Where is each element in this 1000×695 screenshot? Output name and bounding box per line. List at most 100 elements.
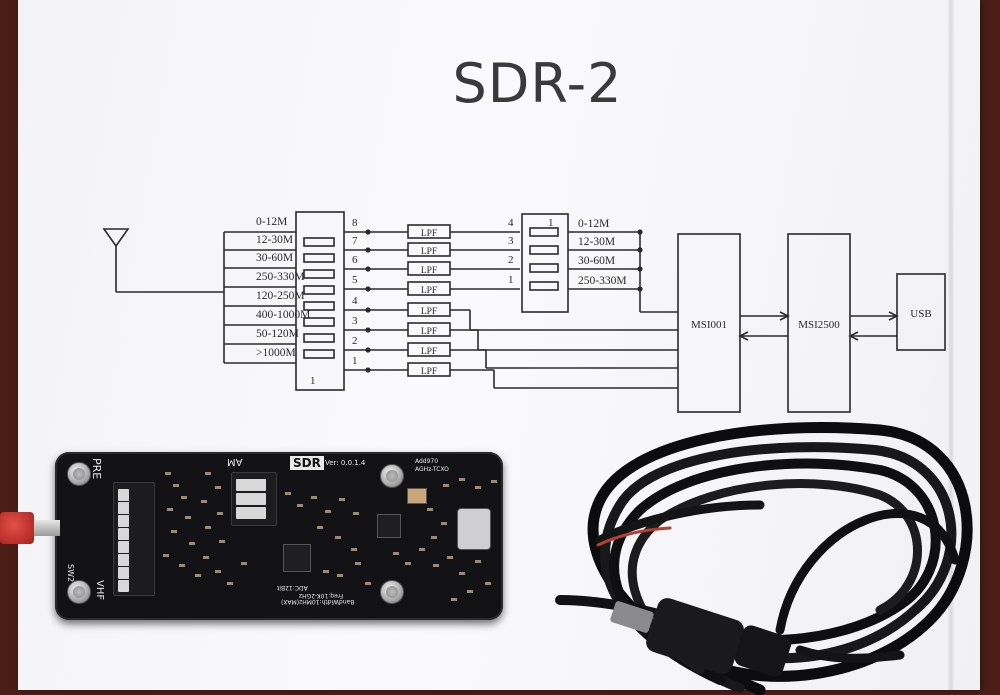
- right-channel-number: 4: [508, 217, 514, 229]
- lpf-label: LPF: [421, 347, 437, 357]
- smd-part: [173, 484, 179, 487]
- smd-part: [241, 562, 247, 565]
- smd-part: [491, 480, 497, 483]
- switch-right-mark: 1: [548, 217, 554, 229]
- vhf-label: VHF: [94, 580, 105, 601]
- smd-part: [467, 590, 473, 593]
- sma-connector: [0, 510, 60, 546]
- pre-label: PRE: [90, 458, 103, 480]
- left-channel-number: 4: [352, 295, 358, 307]
- am-label: AM: [227, 456, 243, 467]
- right-channel-number: 3: [508, 235, 514, 247]
- mode-select-switch[interactable]: [231, 472, 277, 526]
- output-band-label: 12-30M: [578, 236, 615, 248]
- schematic-title: SDR-2: [452, 52, 623, 115]
- lpf-label: LPF: [421, 229, 437, 239]
- input-band-label: 250-330M: [256, 271, 305, 283]
- screw-bottom-right: [380, 580, 404, 604]
- smd-part: [459, 478, 465, 481]
- msi2500-block: [787, 233, 851, 413]
- rf-switch-left: [295, 211, 345, 391]
- smd-part: [219, 540, 225, 543]
- smd-part: [165, 472, 171, 475]
- smd-part: [419, 548, 425, 551]
- left-channel-number: 8: [352, 217, 358, 229]
- smd-part: [475, 560, 481, 563]
- right-channel-number: 2: [508, 254, 514, 266]
- board-text-adc: ADC:12Bit: [277, 584, 308, 591]
- sdr-logo: SDR: [290, 456, 324, 470]
- smd-part: [215, 486, 221, 489]
- smd-part: [179, 564, 185, 567]
- smd-part: [353, 512, 359, 515]
- output-band-label: 250-330M: [578, 275, 627, 287]
- version-text: Ver: 0.0.1.4: [325, 459, 366, 467]
- tuner-chip: [283, 544, 311, 572]
- smd-part: [365, 582, 371, 585]
- smd-part: [227, 582, 233, 585]
- smd-part: [215, 570, 221, 573]
- board-text-right-2: AGHz-TCXO: [415, 466, 449, 473]
- input-band-label: 30-60M: [256, 252, 293, 264]
- screw-top-left: [67, 462, 91, 486]
- input-band-label: 50-120M: [256, 328, 299, 340]
- sw2-label: SW2: [66, 564, 75, 583]
- left-channel-number: 2: [352, 335, 358, 347]
- lpf-label: LPF: [421, 247, 437, 257]
- output-band-label: 0-12M: [578, 218, 609, 230]
- smd-part: [297, 504, 303, 507]
- input-band-label: >1000M: [256, 347, 296, 359]
- lpf-label: LPF: [421, 327, 437, 337]
- smd-part: [311, 496, 317, 499]
- smd-part: [167, 508, 173, 511]
- lpf-label: LPF: [421, 307, 437, 317]
- screw-bottom-left: [67, 580, 91, 604]
- smd-part: [405, 562, 411, 565]
- usb-label: USB: [910, 308, 931, 320]
- input-band-label: 120-250M: [256, 290, 305, 302]
- smd-part: [205, 472, 211, 475]
- left-channel-number: 5: [352, 274, 358, 286]
- smd-part: [475, 486, 481, 489]
- antenna-icon: [102, 228, 130, 248]
- msi001-block: [677, 233, 741, 413]
- smd-part: [195, 574, 201, 577]
- input-band-label: 12-30M: [256, 234, 293, 246]
- smd-part: [427, 508, 433, 511]
- smd-part: [203, 556, 209, 559]
- left-channel-number: 1: [352, 355, 358, 367]
- usb-c-port: [457, 508, 491, 550]
- crystal: [407, 488, 427, 504]
- usb-block: [896, 273, 946, 351]
- schematic-diagram: 0-12M 12-30M 30-60M 250-330M 120-250M 400-100…: [102, 211, 946, 413]
- smd-part: [393, 552, 399, 555]
- input-band-label: 0-12M: [256, 216, 287, 228]
- band-select-switch[interactable]: [113, 482, 155, 596]
- smd-part: [339, 498, 345, 501]
- smd-part: [355, 562, 361, 565]
- smd-part: [163, 554, 169, 557]
- smd-part: [317, 526, 323, 529]
- smd-part: [201, 500, 207, 503]
- smd-part: [337, 574, 343, 577]
- smd-part: [325, 510, 331, 513]
- smd-part: [171, 530, 177, 533]
- smd-part: [441, 522, 447, 525]
- board-text-right: Add970: [415, 458, 439, 465]
- smd-part: [335, 536, 341, 539]
- left-channel-number: 7: [352, 235, 358, 247]
- switch-left-mark: 1: [310, 375, 316, 387]
- smd-part: [323, 570, 329, 573]
- smd-part: [285, 492, 291, 495]
- lpf-label: LPF: [421, 286, 437, 296]
- msi2500-label: MSI2500: [798, 319, 840, 331]
- left-channel-number: 6: [352, 254, 358, 266]
- smd-part: [443, 484, 449, 487]
- smd-part: [189, 542, 195, 545]
- input-band-label: 400-1000M: [256, 309, 310, 321]
- right-channel-number: 1: [508, 274, 514, 286]
- smd-part: [205, 526, 211, 529]
- smd-part: [185, 516, 191, 519]
- smd-part: [431, 536, 437, 539]
